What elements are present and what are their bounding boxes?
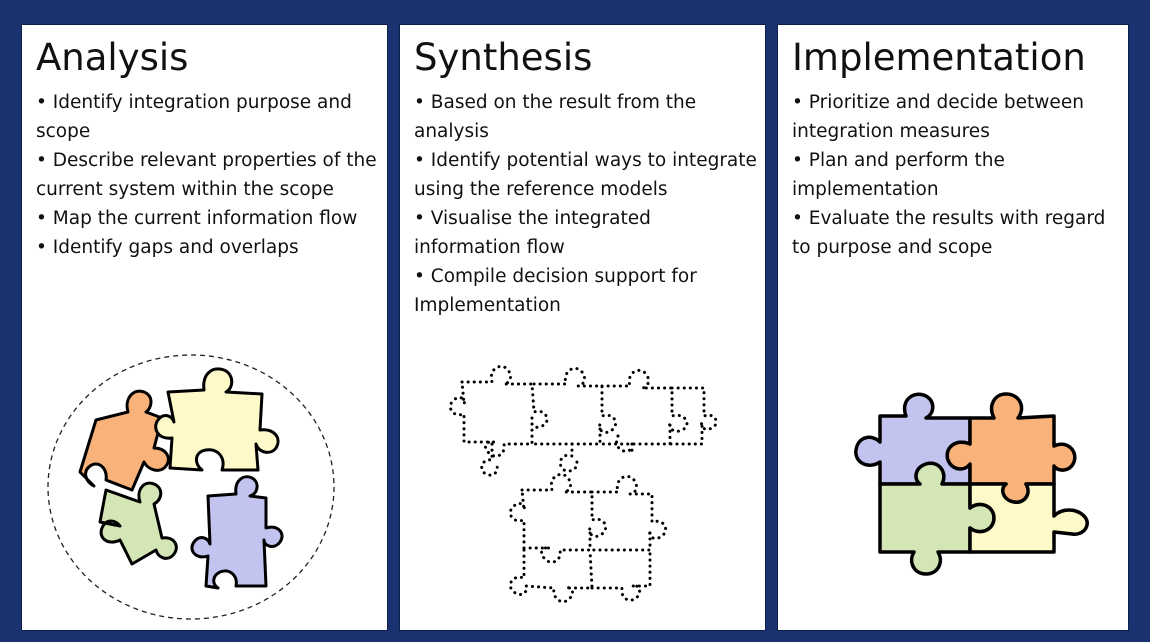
- puzzle-piece-yellow: [154, 367, 280, 472]
- dotted-puzzle-outline-icon: [448, 365, 718, 604]
- bullet-item: • Plan and perform the implementation: [792, 150, 1005, 200]
- panel-title: Synthesis: [414, 36, 593, 79]
- bullet-item: • Identify gaps and overlaps: [36, 237, 299, 258]
- bullet-item: • Visualise the integrated information f…: [414, 208, 651, 258]
- bullet-item: • Prioritize and decide between integrat…: [792, 92, 1084, 142]
- bullet-list: • Identify integration purpose and scope…: [36, 88, 379, 262]
- bullet-item: • Evaluate the results with regard to pu…: [792, 208, 1106, 258]
- bullet-item: • Identify potential ways to integrate u…: [414, 150, 757, 200]
- puzzle-piece-purple: [854, 392, 972, 486]
- synthesis-panel: Synthesis • Based on the result from the…: [399, 24, 766, 631]
- panel-title: Analysis: [36, 36, 189, 79]
- bullet-item: • Based on the result from the analysis: [414, 92, 697, 142]
- puzzle-piece-orange: [78, 389, 170, 492]
- scattered-puzzle-pieces-icon: [47, 354, 335, 620]
- puzzle-piece-yellow: [968, 482, 1089, 554]
- bullet-item: • Describe relevant properties of the cu…: [36, 150, 377, 200]
- bullet-list: • Based on the result from the analysis …: [414, 88, 757, 320]
- puzzle-piece-green: [98, 481, 178, 566]
- assembled-puzzle-icon: [854, 392, 1089, 576]
- analysis-panel: Analysis • Identify integration purpose …: [21, 24, 388, 631]
- bullet-item: • Compile decision support for Implement…: [414, 266, 697, 316]
- bullet-item: • Map the current information flow: [36, 208, 358, 229]
- bullet-item: • Identify integration purpose and scope: [36, 92, 352, 142]
- puzzle-piece-purple: [190, 475, 284, 590]
- bullet-list: • Prioritize and decide between integrat…: [792, 88, 1120, 262]
- panel-title: Implementation: [792, 36, 1086, 79]
